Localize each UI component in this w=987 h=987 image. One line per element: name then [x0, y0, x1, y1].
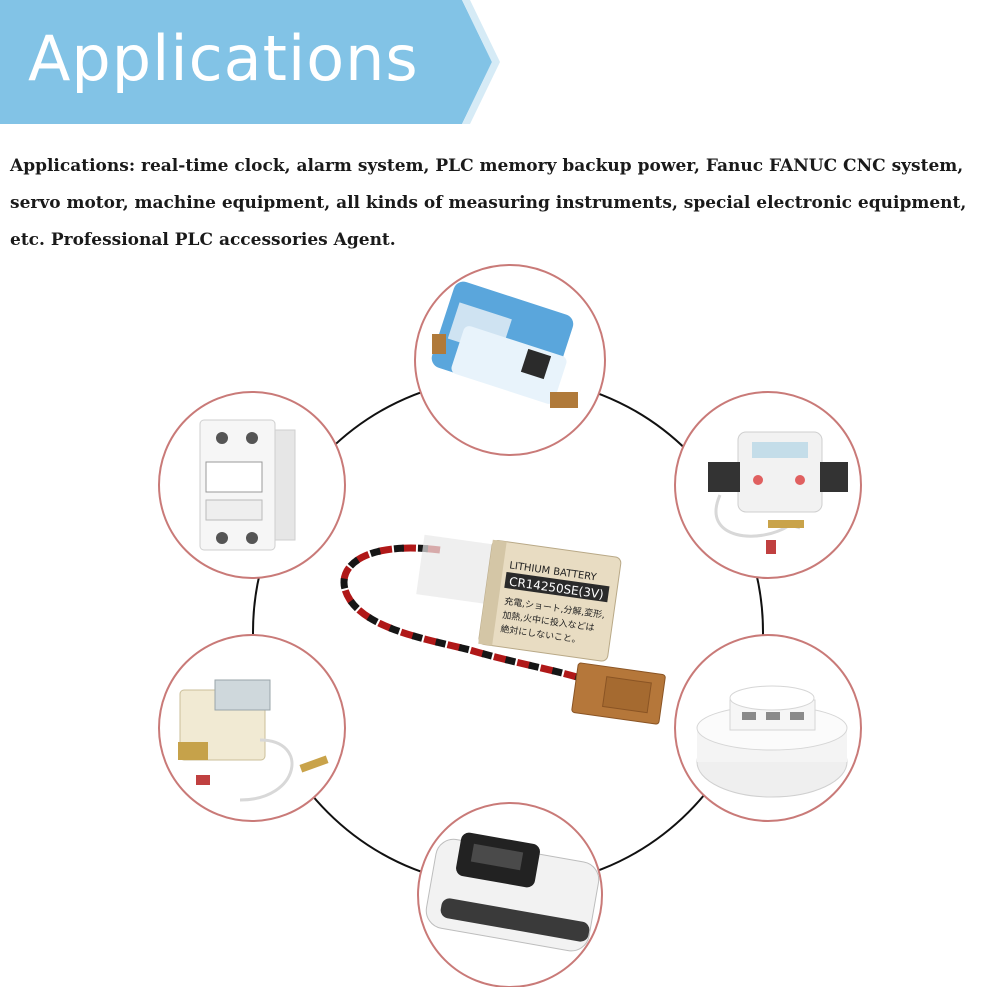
- banner-title: Applications: [28, 22, 419, 95]
- smoke-detector-icon: [674, 634, 862, 822]
- applications-banner: [0, 0, 500, 124]
- flow-meter-icon: [158, 634, 346, 822]
- battery-connector: [571, 662, 666, 725]
- applications-description: Applications: real-time clock, alarm sys…: [10, 156, 967, 250]
- heat-meter-icon: [674, 391, 862, 579]
- water-meter-icon: [414, 264, 606, 456]
- lithium-battery-icon: LITHIUM BATTERY CR14250SE(3V) 充電,ショート,分解…: [340, 534, 666, 725]
- energy-meter-icon: [158, 391, 346, 579]
- handheld-device-icon: [417, 802, 603, 987]
